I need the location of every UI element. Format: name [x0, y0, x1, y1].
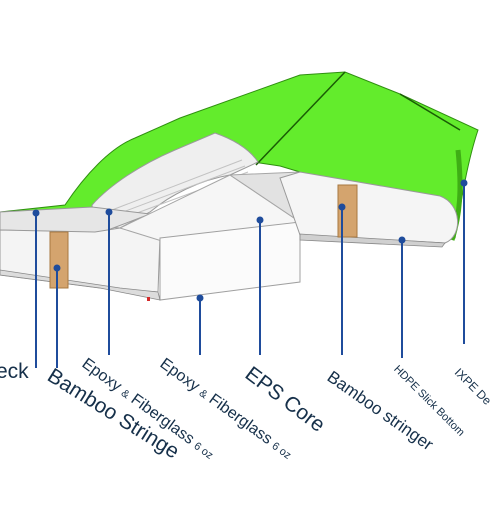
leader-dot-hdpe: [398, 236, 406, 244]
deck-top-seam: [255, 71, 461, 166]
red-marker: [147, 297, 150, 301]
leader-dot-fiberglass-a: [105, 208, 113, 216]
leader-lines: [32, 179, 468, 368]
fiberglass-sheet-peeled: [91, 132, 259, 229]
leader-dot-ixpe: [460, 179, 468, 187]
bottom-skin-right: [299, 233, 446, 248]
leader-dot-eps-core: [256, 216, 264, 224]
hdpe-bottom-layer: [0, 269, 161, 301]
leader-dot-bamboo-right: [338, 203, 346, 211]
label-deck: eck: [0, 360, 29, 383]
fiberglass-sheet-lines: [111, 159, 251, 225]
leader-dot-deck: [32, 209, 40, 217]
bamboo-stringer-left: [49, 231, 69, 289]
leader-dot-fiberglass-b: [196, 294, 204, 302]
eps-core-front: [159, 221, 301, 301]
bamboo-stringer-right: [337, 184, 358, 238]
leader-dot-bamboo-left: [53, 264, 61, 272]
